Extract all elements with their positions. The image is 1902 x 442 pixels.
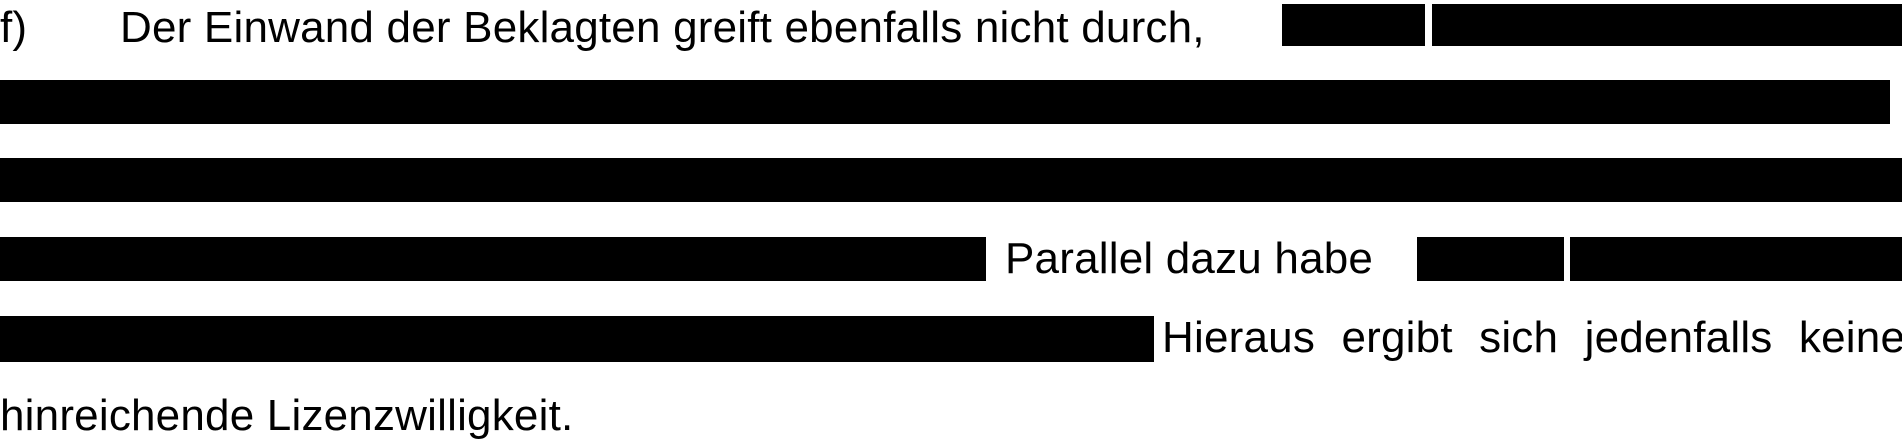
text-line-5: Hieraus ergibt sich jedenfalls keine [1162, 313, 1902, 362]
redaction-block [1432, 4, 1902, 46]
text-line-1: Der Einwand der Beklagten greift ebenfal… [120, 3, 1205, 52]
text-line-4: Parallel dazu habe [1005, 234, 1374, 283]
redaction-block [0, 80, 1890, 124]
redaction-block [1570, 237, 1902, 281]
redaction-block [0, 237, 986, 281]
text-line-6: hinreichende Lizenzwilligkeit. [0, 391, 574, 440]
redaction-block [0, 316, 1154, 362]
paragraph-marker: f) [0, 3, 28, 52]
redaction-block [1417, 237, 1564, 281]
redaction-block [0, 158, 1902, 202]
redaction-block [1282, 4, 1425, 46]
